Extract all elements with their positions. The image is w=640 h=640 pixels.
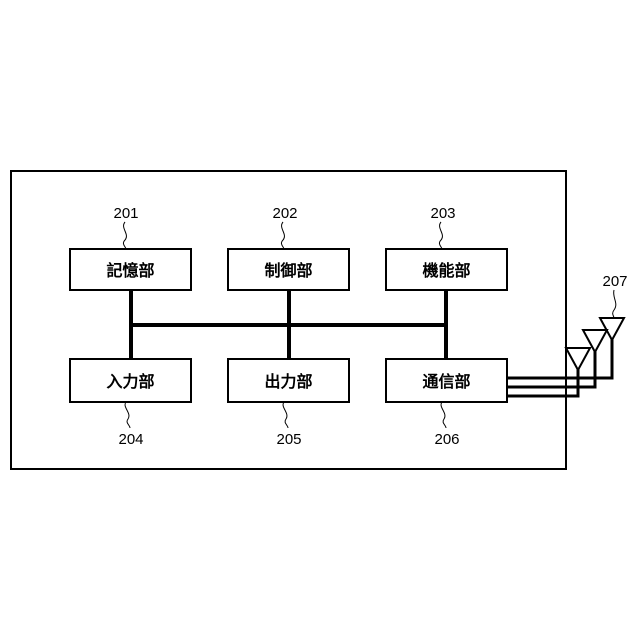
antenna-icon: [566, 348, 590, 370]
unit-label: 記憶部: [106, 261, 154, 280]
unit-label: 通信部: [422, 372, 470, 391]
unit-storage: 記憶部: [70, 249, 191, 290]
unit-output: 出力部: [228, 359, 349, 402]
unit-input: 入力部: [70, 359, 191, 402]
ref-number-207: 207: [602, 273, 627, 290]
unit-label: 入力部: [106, 372, 154, 391]
unit-label: 制御部: [264, 261, 312, 280]
ref-number-203: 203: [430, 205, 455, 222]
leader-line-204: [125, 402, 130, 428]
leader-line-203: [439, 222, 442, 249]
leader-line-205: [283, 402, 288, 428]
leader-line-207: [613, 290, 616, 318]
internal-bus: [131, 290, 446, 359]
leader-line-202: [281, 222, 284, 249]
ref-number-205: 205: [276, 431, 301, 448]
ref-number-202: 202: [272, 205, 297, 222]
leader-line-206: [441, 402, 446, 428]
unit-control: 制御部: [228, 249, 349, 290]
leader-line-201: [123, 222, 126, 249]
ref-number-201: 201: [113, 205, 138, 222]
unit-label: 機能部: [422, 261, 470, 280]
unit-function: 機能部: [386, 249, 507, 290]
unit-communication: 通信部: [386, 359, 507, 402]
ref-number-206: 206: [434, 431, 459, 448]
unit-label: 出力部: [264, 372, 312, 391]
ref-number-204: 204: [118, 431, 143, 448]
